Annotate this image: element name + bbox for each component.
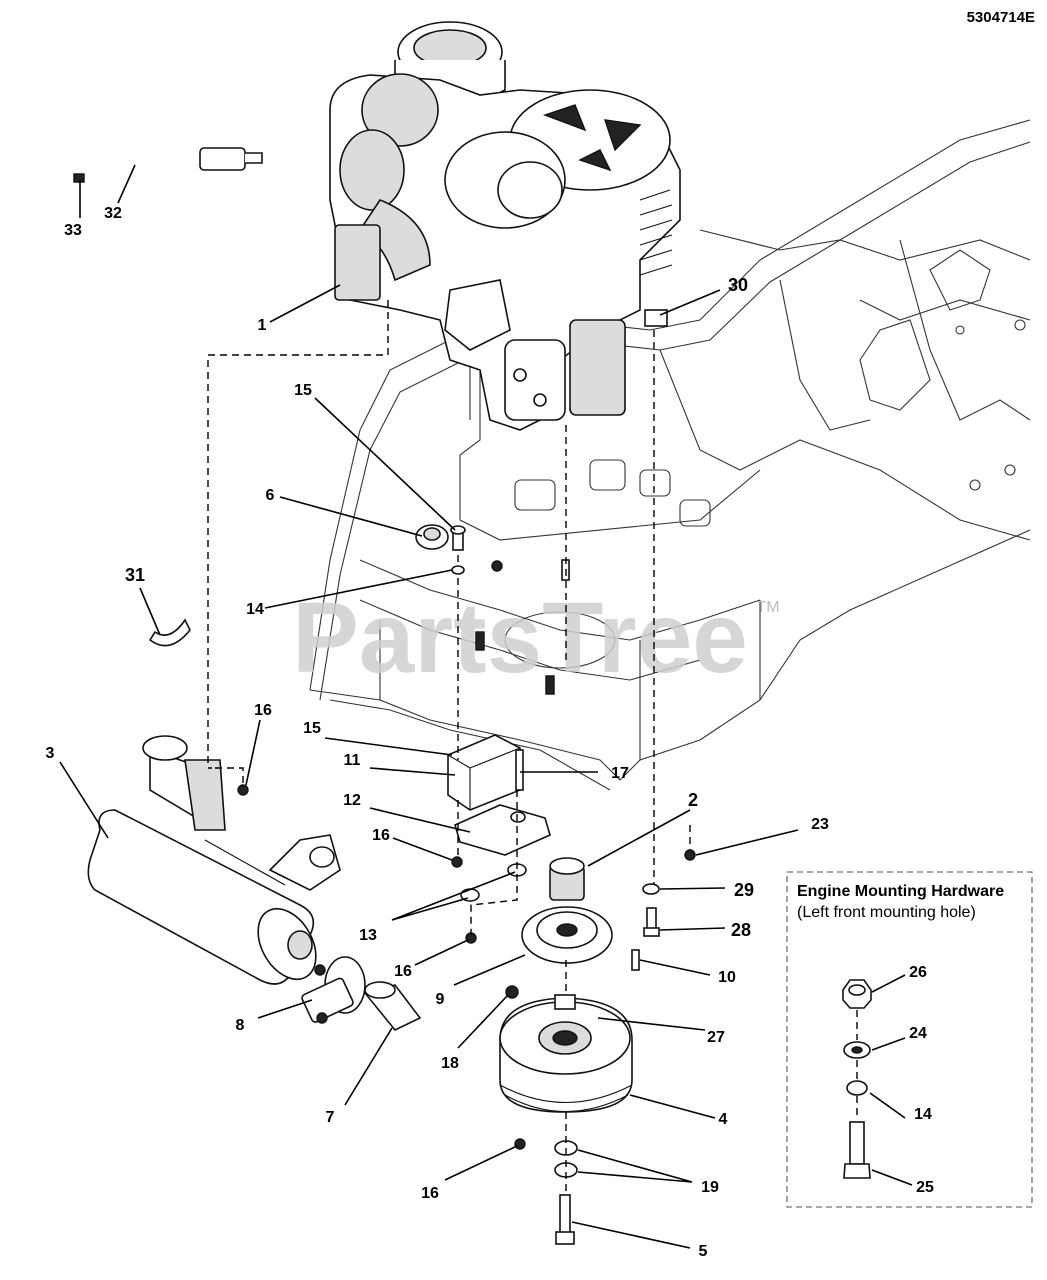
stud-a [475,631,485,651]
callout-28: 28 [731,920,751,940]
callout-6: 6 [266,487,275,504]
callout-16-d: 16 [421,1185,439,1202]
bolt-28 [643,907,660,937]
clutch-4 [499,994,633,1113]
callout-3: 3 [46,745,55,762]
callout-19: 19 [701,1179,719,1196]
lockwasher-24 [843,1041,871,1059]
watermark-trademark: TM [756,599,779,616]
nut-top [491,560,503,572]
mounting-box-title: Engine Mounting Hardware [797,883,1004,900]
bolt-5 [555,1194,575,1245]
mounting-hardware-box: Engine Mounting Hardware (Left front mou… [786,871,1033,1208]
callout-15-a: 15 [294,382,312,399]
callout-10: 10 [718,969,736,986]
callout-27: 27 [707,1029,725,1046]
callout-33: 33 [64,222,82,239]
nut-16-a [237,784,249,796]
callout-16-a: 16 [254,702,272,719]
callout-2: 2 [688,790,698,810]
mower-frame [309,119,1031,791]
callout-16-c: 16 [394,963,412,980]
callout-8: 8 [236,1017,245,1034]
mounting-box-subtitle: (Left front mounting hole) [797,904,976,921]
washer-14-box [846,1080,868,1096]
nut-16-d [514,1138,526,1150]
callout-5: 5 [699,1243,708,1260]
nut-23 [684,849,696,861]
callout-14-b: 14 [914,1106,932,1123]
watermark: PartsTree [292,582,748,694]
key-10 [631,949,640,971]
callout-18: 18 [441,1055,459,1072]
bolt-15-top [450,525,466,551]
bolt-25 [843,1121,871,1179]
callout-11: 11 [344,752,361,769]
bolt-17 [515,749,524,791]
callout-14-a: 14 [246,601,264,618]
callout-24: 24 [909,1025,927,1042]
fuel-line [73,147,263,183]
stud-b [545,675,555,695]
alignment-lines [207,300,691,1195]
engine-assembly [329,21,681,431]
leader-lines [59,164,799,1249]
spacer-2 [549,857,585,901]
nut-18 [505,985,519,999]
callout-9: 9 [436,991,445,1008]
washer-29 [642,883,660,895]
diagram-id: 5304714E [967,9,1035,26]
callout-15-b: 15 [303,720,321,737]
pulley-9 [521,906,613,964]
callout-labels: 1 2 3 4 5 6 7 8 9 10 11 12 13 14 14 15 1… [46,205,934,1260]
callout-31: 31 [125,565,145,585]
callout-30: 30 [728,275,748,295]
nut-26 [842,979,872,1009]
callout-7: 7 [326,1109,335,1126]
bushing-6 [415,524,449,550]
callout-32: 32 [104,205,122,222]
callout-16-b: 16 [372,827,390,844]
callout-25: 25 [916,1179,934,1196]
muffler [87,735,341,985]
washer-14 [451,565,465,575]
callout-23: 23 [811,816,829,833]
callout-26: 26 [909,964,927,981]
callout-13: 13 [359,927,377,944]
exhaust-clamp [301,956,366,1024]
callout-1: 1 [258,317,267,334]
callout-29: 29 [734,880,754,900]
nut-16-b [451,856,463,868]
plate-12 [454,804,551,856]
clamp-part-31 [148,618,191,647]
callout-4: 4 [719,1111,728,1128]
callout-12: 12 [343,792,361,809]
bracket-11 [447,734,521,811]
exhaust-pipe [363,981,422,1031]
callout-17: 17 [611,765,629,782]
